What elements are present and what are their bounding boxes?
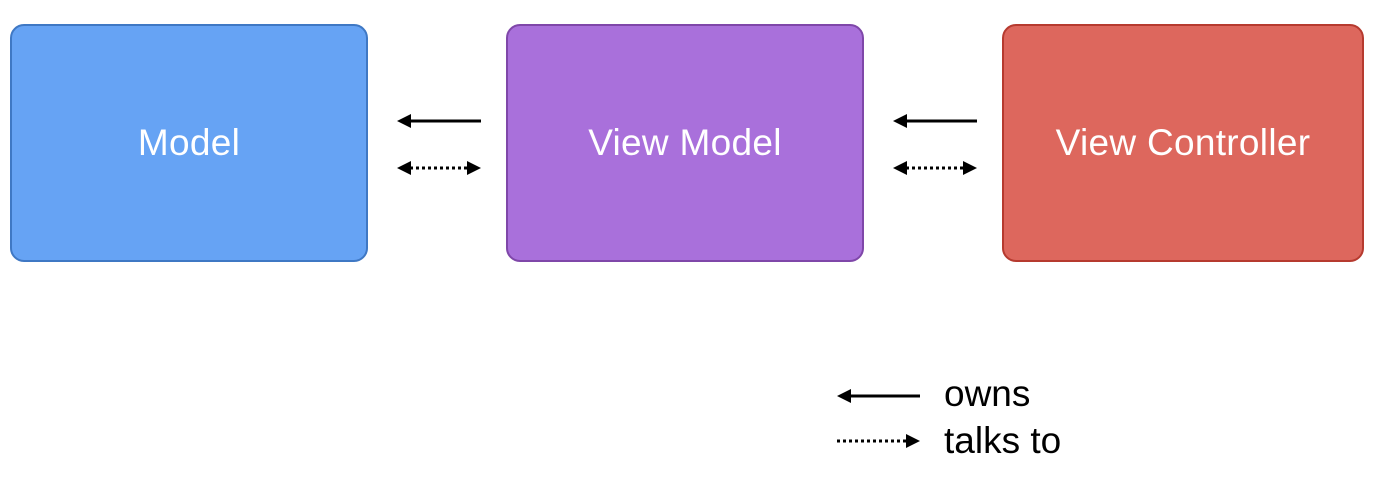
legend-owns-arrow: [837, 389, 920, 403]
view-model-box: View Model: [506, 24, 864, 262]
view-controller-box: View Controller: [1002, 24, 1364, 262]
legend-talks-arrow: [837, 434, 920, 448]
owns-arrow-viewmodel-to-model: [397, 114, 481, 128]
legend-talks-label: talks to: [944, 420, 1062, 461]
view-model-label: View Model: [588, 122, 782, 163]
owns-arrow-viewcontroller-to-viewmodel: [893, 114, 977, 128]
model-label: Model: [137, 122, 241, 163]
view-controller-label: View Controller: [1055, 122, 1311, 163]
talks-arrow-viewmodel-viewcontroller: [893, 161, 977, 175]
legend-owns-label: owns: [944, 373, 1031, 414]
talks-arrow-model-viewmodel: [397, 161, 481, 175]
model-box: Model: [10, 24, 368, 262]
